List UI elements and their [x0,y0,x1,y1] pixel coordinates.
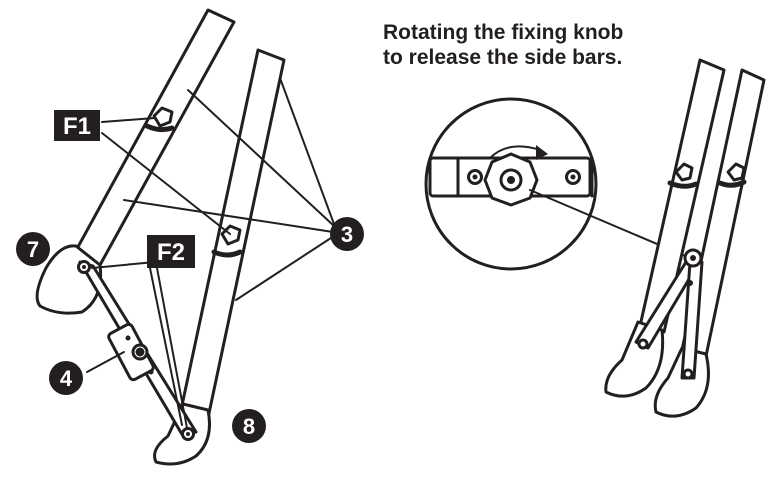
caption-line-1: Rotating the fixing knob [383,21,624,44]
f2-label-box [147,235,195,268]
knob-front [152,106,174,128]
callout-4 [49,361,83,395]
right-knob-front [674,162,694,182]
rotation-arrow [489,145,541,159]
instruction-caption: Rotating the fixing knob to release the … [383,20,683,70]
right-band-front [667,180,699,189]
callout-8-label: 8 [243,414,255,439]
f1-label-box [54,110,100,141]
callout-8 [232,409,266,443]
f2-label: F2 [157,239,185,266]
caption-line-2: to release the side bars. [383,46,623,69]
band-front [144,123,175,133]
callout-3 [330,217,364,251]
band-rear [211,249,243,258]
callout-4-label: 4 [60,366,73,391]
right-knob-rear [726,162,746,182]
right-band-rear [717,179,747,188]
callout-7 [16,232,50,266]
callout-7-label: 7 [27,237,39,262]
f1-label: F1 [63,113,91,140]
right-front-leg [638,58,726,334]
callout-3-label: 3 [341,222,353,247]
right-foot-rear [653,346,710,418]
